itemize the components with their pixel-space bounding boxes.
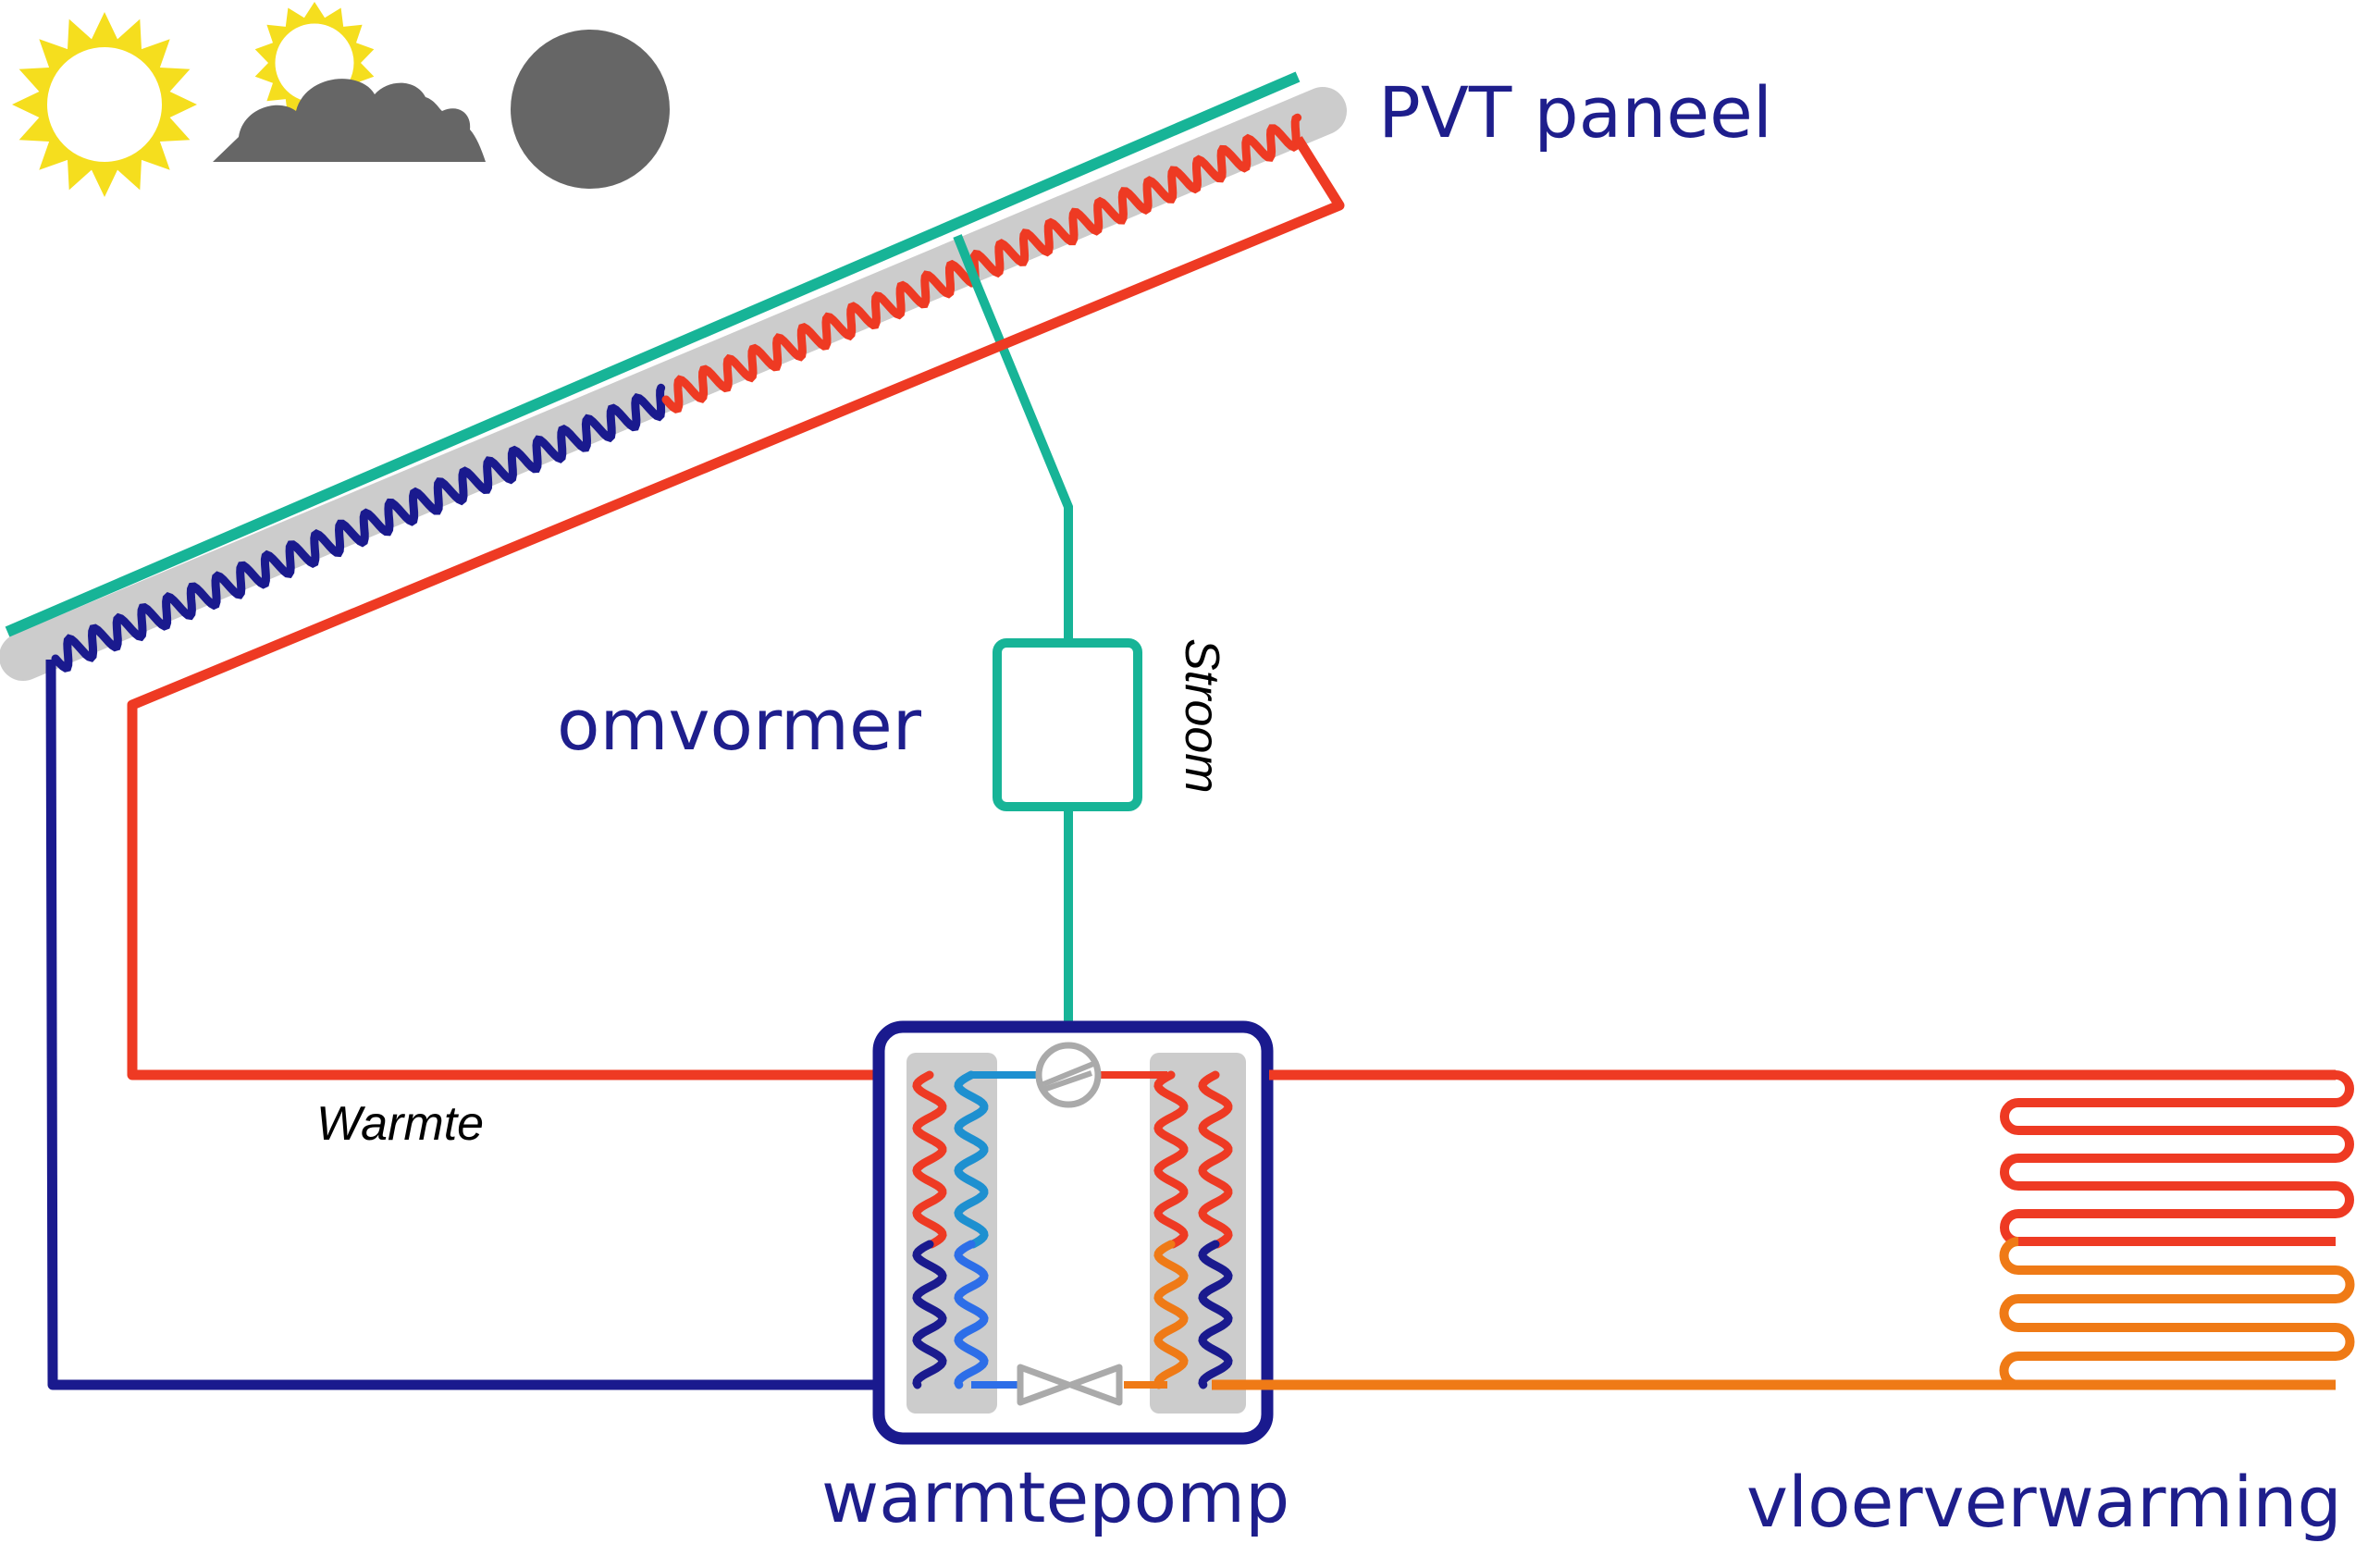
- floor-heating-coil-warm: [1999, 1237, 2355, 1389]
- electricity-label: Stroom: [1175, 638, 1228, 794]
- floor-heating-coil-hot: [2000, 1070, 2354, 1246]
- condenser-coil-warm: [1153, 1240, 1189, 1389]
- electric-wire: [953, 234, 1073, 640]
- dark-sky-icon: [511, 30, 670, 189]
- pvt-panel-label: PVT paneel: [1378, 71, 1772, 154]
- heat-label: Warmte: [316, 1097, 484, 1151]
- inverter-label: omvormer: [557, 684, 922, 766]
- evaporator-coil-cold: [912, 1240, 947, 1389]
- inverter-box: [993, 638, 1142, 811]
- heat-pump-label: warmtepomp: [821, 1456, 1289, 1538]
- compressor-icon: [1035, 1042, 1102, 1108]
- partly-cloudy-icon: [213, 2, 486, 162]
- refrigerant-coil-cool: [954, 1070, 989, 1249]
- cold-line-panel: [45, 659, 921, 1390]
- evaporator-coil-hot: [912, 1070, 947, 1249]
- refrigerant-coil-cold: [954, 1240, 989, 1389]
- sun-icon: [12, 12, 197, 197]
- floor-loop-coil-cold: [1198, 1240, 1233, 1389]
- floor-heating-label: vloerverwarming: [1746, 1461, 2342, 1543]
- floor-loop-coil-hot: [1198, 1070, 1233, 1249]
- condenser-coil-hot: [1153, 1070, 1189, 1249]
- hot-line-panel: [127, 136, 1345, 1080]
- panel-coil-hot: [661, 113, 1302, 414]
- pvt-panel: [0, 71, 1347, 681]
- panel-coil-cold: [51, 383, 666, 673]
- expansion-valve-icon: [1017, 1364, 1123, 1406]
